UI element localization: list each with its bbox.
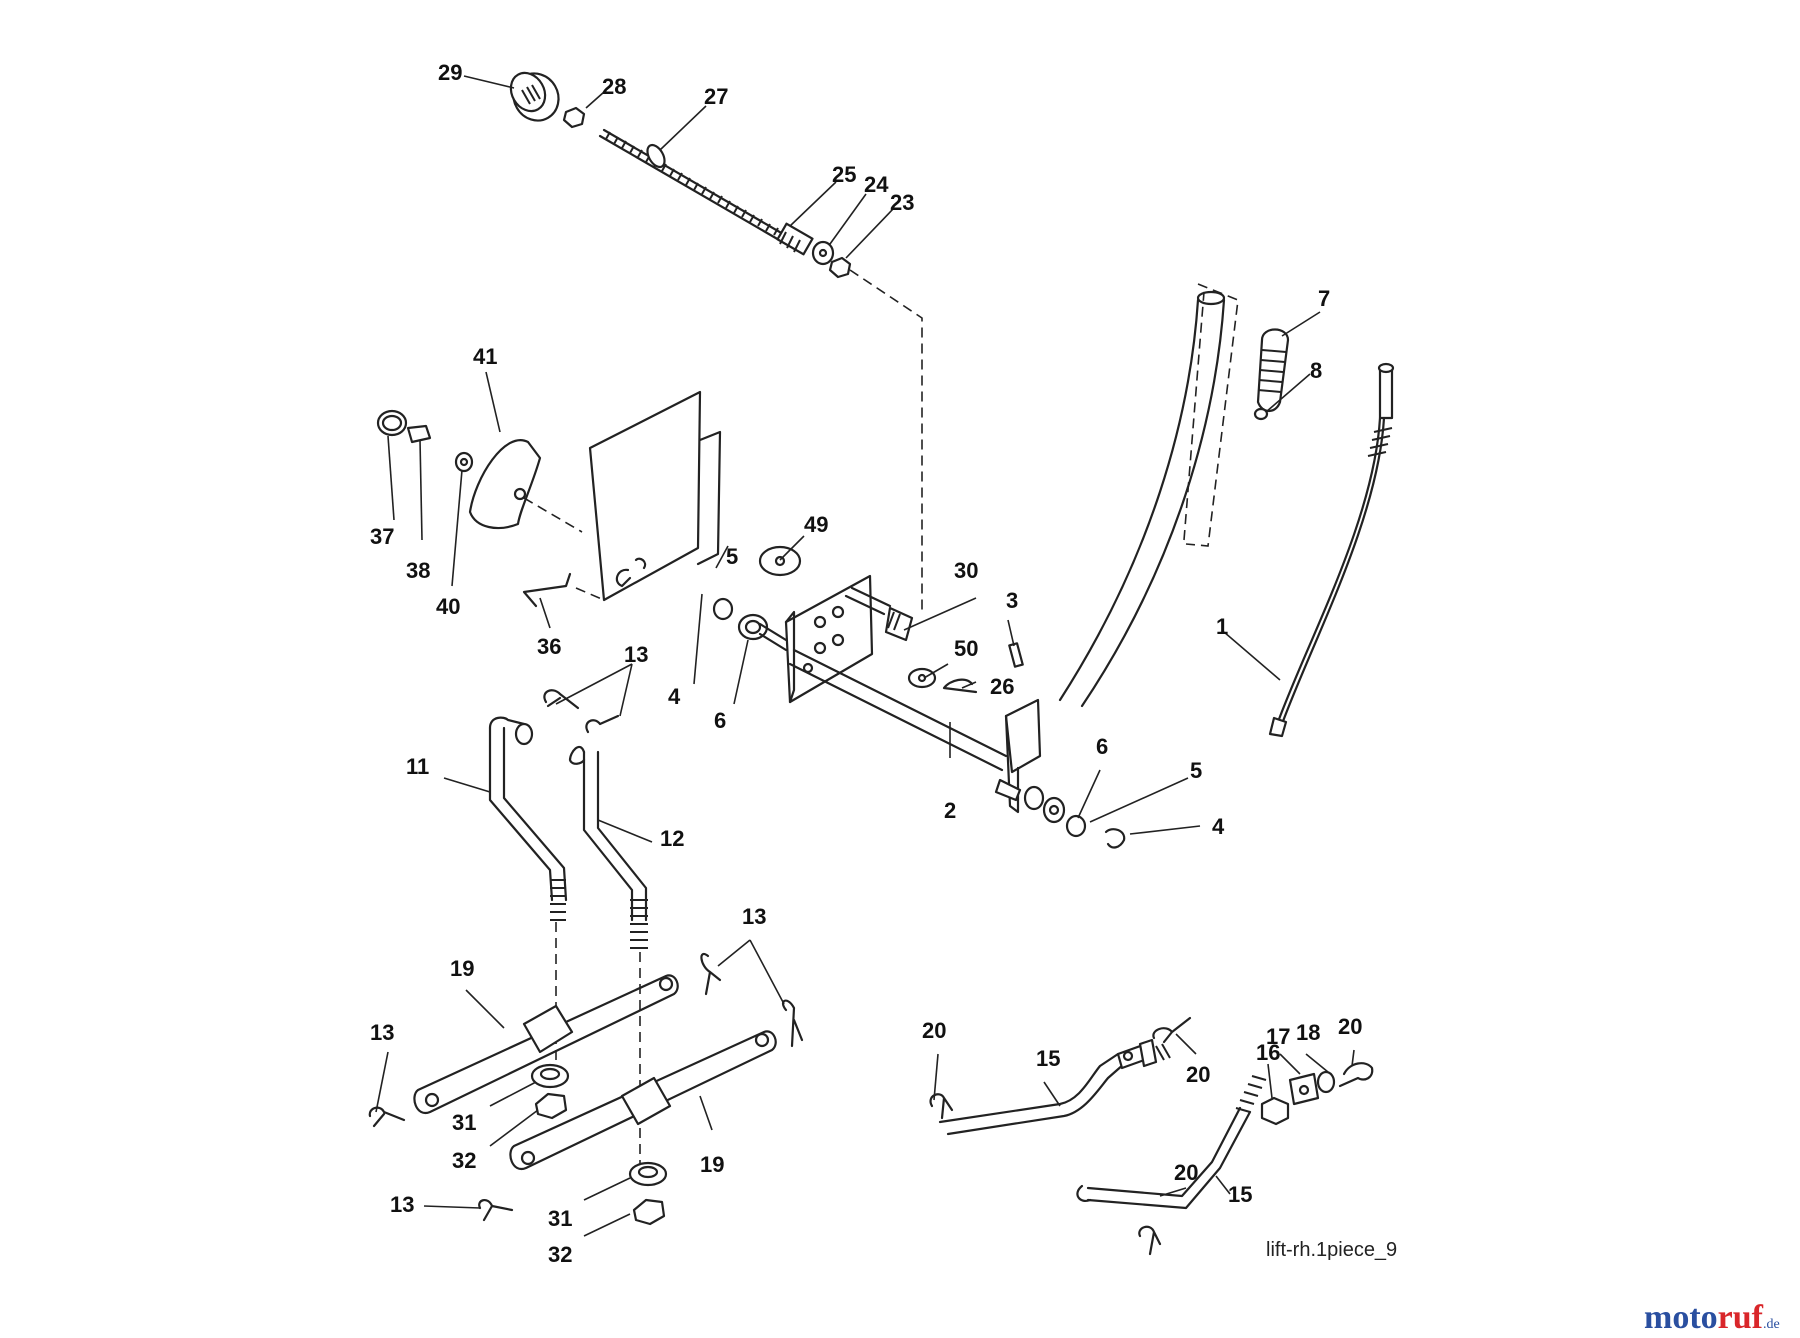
callout-17: 17 xyxy=(1266,1024,1290,1049)
callout-24: 24 xyxy=(864,172,889,197)
callout-50: 50 xyxy=(954,636,978,661)
figure-code: lift-rh.1piece_9 xyxy=(1266,1239,1397,1261)
callout-26: 26 xyxy=(990,674,1014,699)
callout-20-far-left: 20 xyxy=(922,1018,946,1043)
callout-3: 3 xyxy=(1006,588,1018,613)
lift-cable xyxy=(1268,362,1395,738)
callout-18: 18 xyxy=(1296,1020,1320,1045)
callout-15-upper: 15 xyxy=(1036,1046,1060,1071)
callout-13-left: 13 xyxy=(370,1020,394,1045)
leader-lines xyxy=(375,75,1355,1237)
callout-5-left: 5 xyxy=(726,544,738,569)
watermark-logo: motoruf.de xyxy=(1644,1299,1780,1336)
callout-38: 38 xyxy=(406,558,430,583)
bracket-assembly xyxy=(376,390,722,608)
callout-30: 30 xyxy=(954,558,978,583)
callout-27: 27 xyxy=(704,84,728,109)
callout-13-mid: 13 xyxy=(742,904,766,929)
callout-49: 49 xyxy=(804,512,828,537)
alignment-line-upper xyxy=(849,269,923,612)
callout-11: 11 xyxy=(406,754,429,779)
callout-41: 41 xyxy=(473,344,497,369)
callout-19-upper: 19 xyxy=(450,956,474,981)
callout-4-right: 4 xyxy=(1212,814,1225,839)
callout-29: 29 xyxy=(438,60,462,85)
callout-20-right: 20 xyxy=(1338,1014,1362,1039)
callout-20-bottom: 20 xyxy=(1174,1160,1198,1185)
callout-19-lower: 19 xyxy=(700,1152,724,1177)
watermark-blue-text: moto xyxy=(1644,1299,1718,1336)
callout-12: 12 xyxy=(660,826,684,851)
callout-23: 23 xyxy=(890,190,914,215)
lift-handle xyxy=(1058,283,1290,708)
callout-31-upper: 31 xyxy=(452,1110,476,1135)
callout-32-upper: 32 xyxy=(452,1148,476,1173)
callout-2: 2 xyxy=(944,798,956,823)
callout-16: 16 xyxy=(1256,1040,1280,1065)
watermark-suffix: .de xyxy=(1763,1317,1780,1332)
callout-13-top: 13 xyxy=(624,642,648,667)
callout-8: 8 xyxy=(1310,358,1322,383)
callout-20-mid: 20 xyxy=(1186,1062,1210,1087)
callout-25: 25 xyxy=(832,162,856,187)
watermark-red-text: ruf xyxy=(1718,1299,1764,1336)
callout-15-lower: 15 xyxy=(1228,1182,1252,1207)
svg-text:motoruf.de: motoruf.de xyxy=(1644,1299,1780,1336)
callout-40: 40 xyxy=(436,594,460,619)
callout-labels: 29 28 27 25 24 23 41 37 38 40 36 7 8 49 … xyxy=(370,60,1362,1267)
lower-linkage xyxy=(929,1016,1374,1256)
lift-links xyxy=(368,953,804,1226)
callout-1: 1 xyxy=(1216,614,1228,639)
lift-shaft-assembly xyxy=(615,545,1126,849)
callout-7: 7 xyxy=(1318,286,1330,311)
callout-32-lower: 32 xyxy=(548,1242,572,1267)
callout-36: 36 xyxy=(537,634,561,659)
callout-5-right: 5 xyxy=(1190,758,1202,783)
callout-6-right: 6 xyxy=(1096,734,1108,759)
callout-13-bottom: 13 xyxy=(390,1192,414,1217)
callout-31-lower: 31 xyxy=(548,1206,572,1231)
callout-4-left: 4 xyxy=(668,684,681,709)
callout-37: 37 xyxy=(370,524,394,549)
callout-6-left: 6 xyxy=(714,708,726,733)
lift-rods xyxy=(488,689,648,1180)
callout-28: 28 xyxy=(602,74,626,99)
knob-assembly xyxy=(509,71,852,279)
